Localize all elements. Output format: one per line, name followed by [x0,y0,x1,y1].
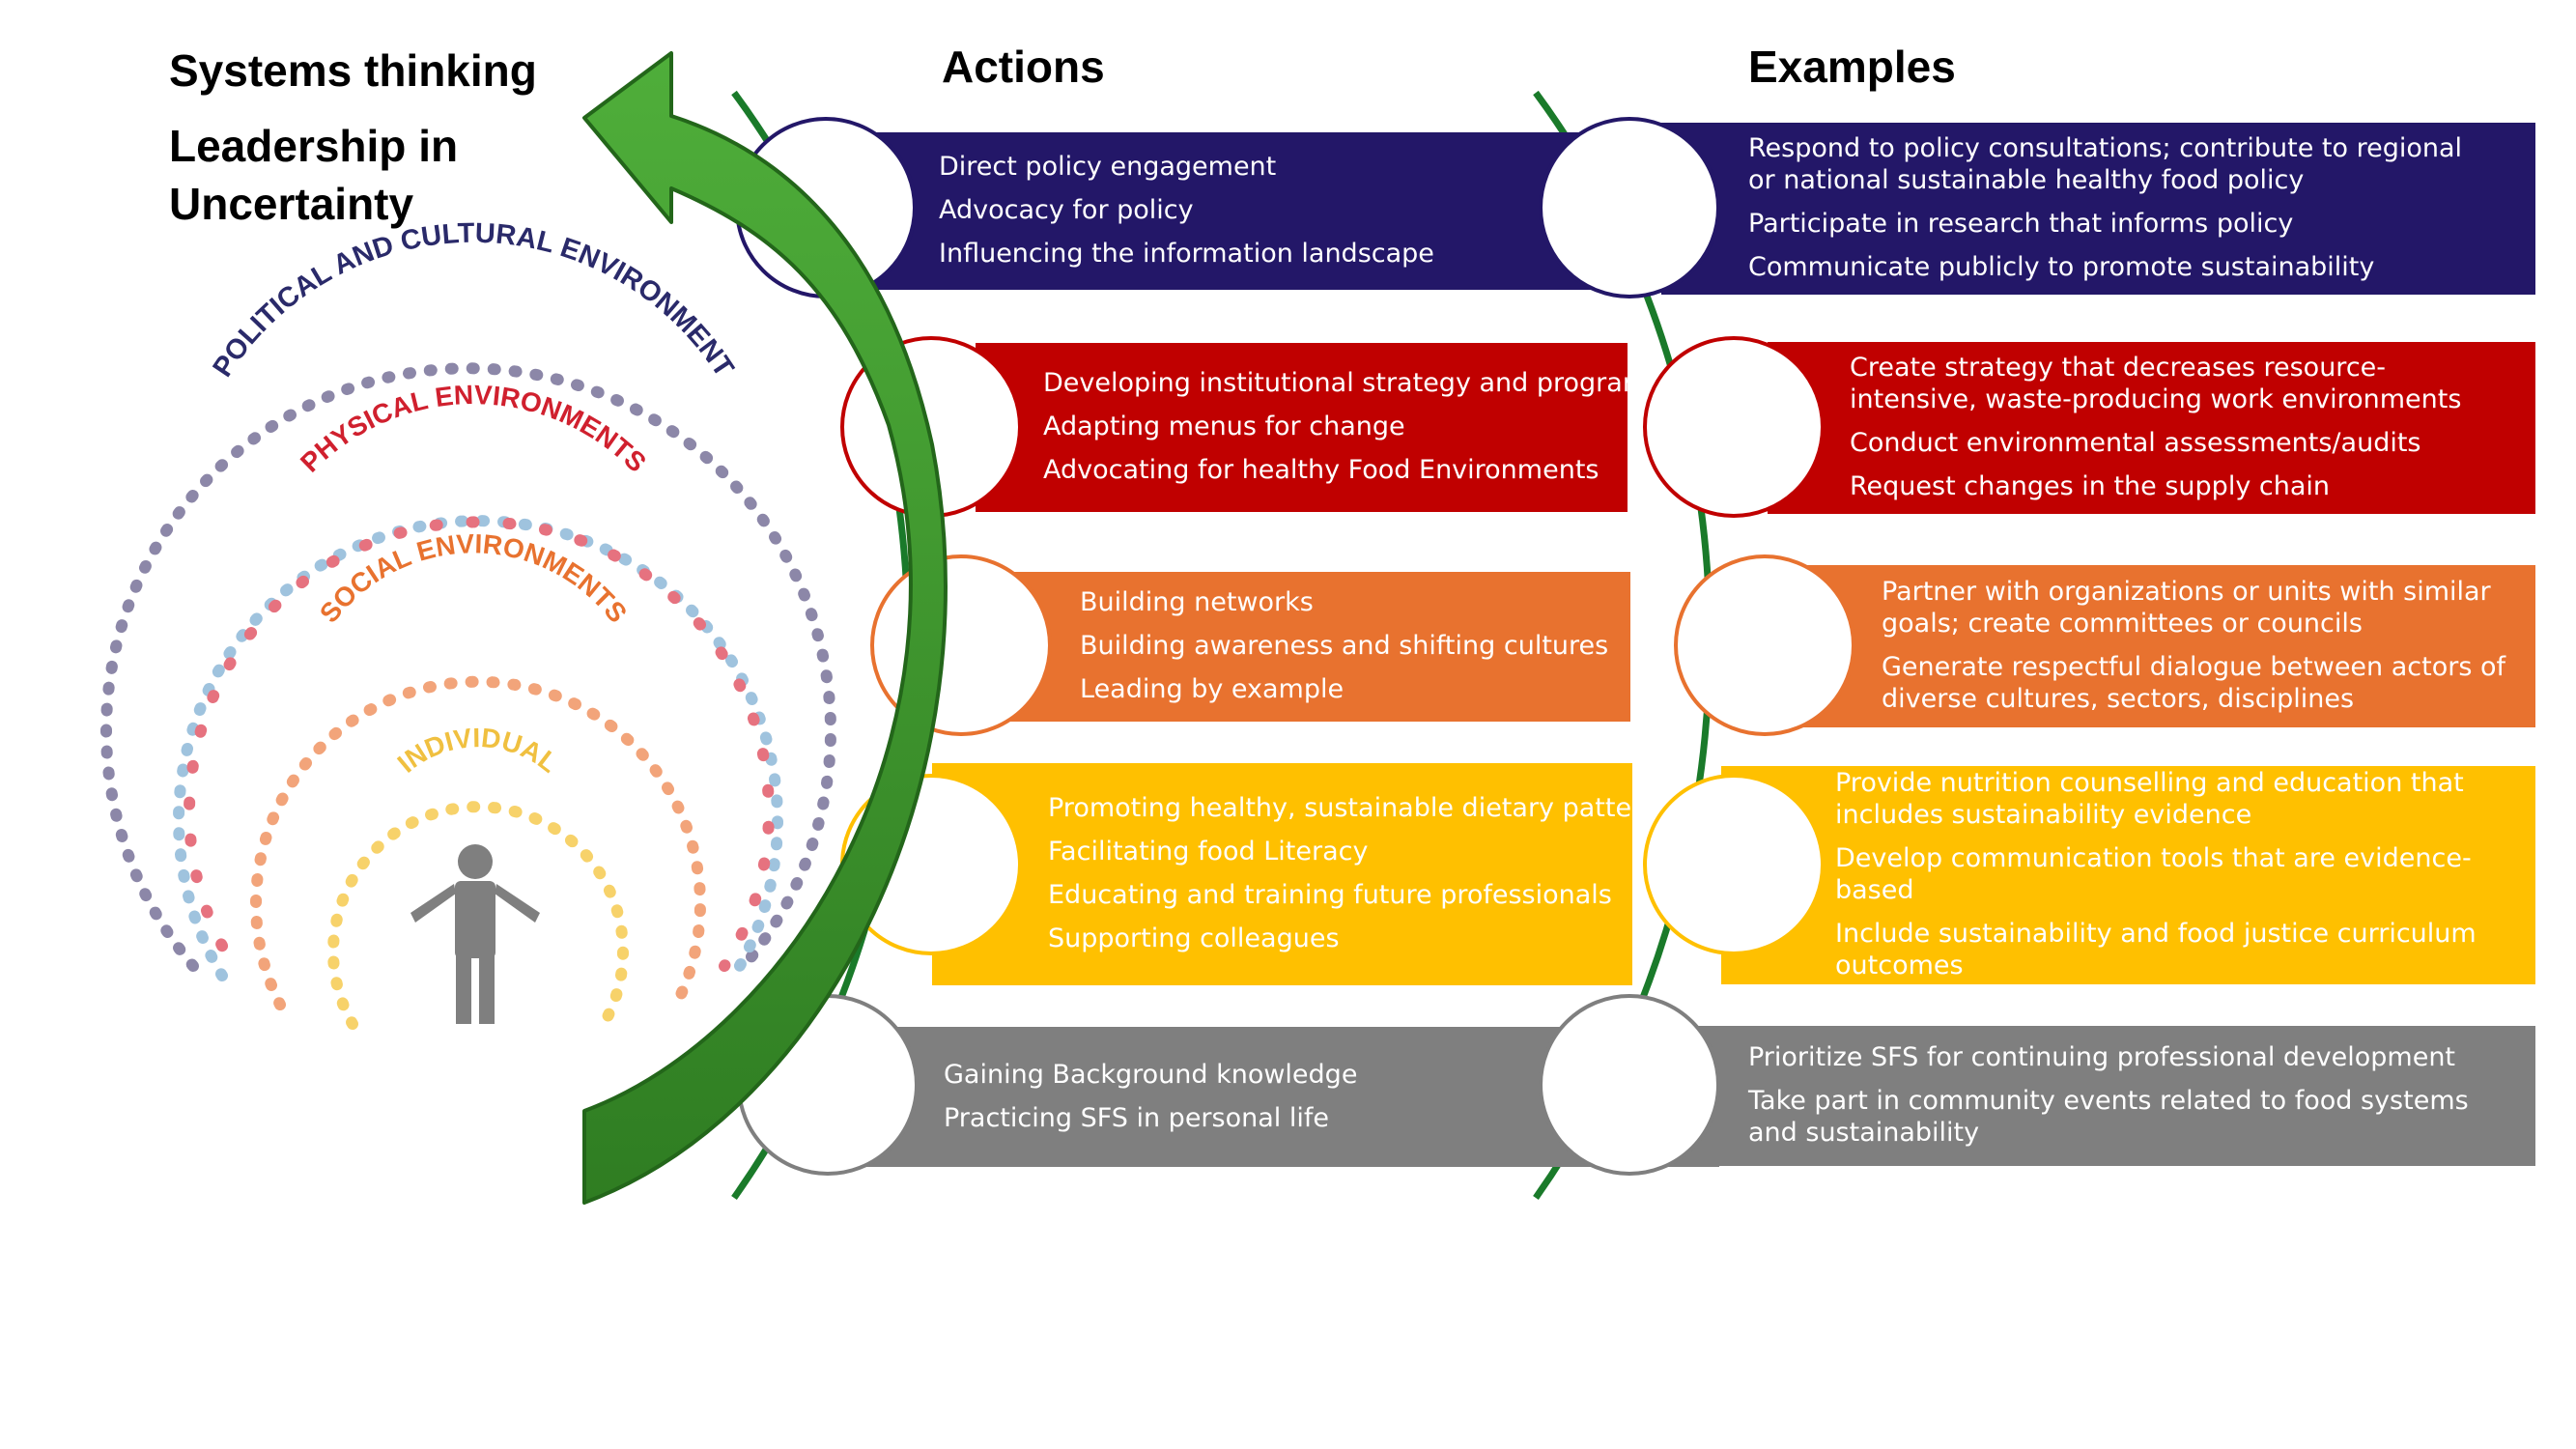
example-circle-policy [1539,117,1720,298]
action-text: Leading by example [1080,673,1345,704]
example-band-personal: Prioritize SFS for continuing profession… [1661,1026,2535,1166]
action-text: Direct policy engagement [939,152,1277,183]
action-band-institutional: Developing institutional strategy and pr… [976,343,1662,512]
action-band-individual: Promoting healthy, sustainable dietary p… [932,763,1672,985]
example-band-social: Partner with organizations or units with… [1797,565,2535,727]
physical-ring-2 [184,516,775,972]
action-text: Influencing the information landscape [939,238,1434,269]
systems-thinking-heading: Systems thinking [169,45,537,96]
leadership-heading: Leadership in Uncertainty [169,121,459,229]
example-circle-social [1674,554,1855,736]
action-text: Promoting healthy, sustainable dietary p… [1048,793,1672,824]
example-text: Take part in community events related to… [1748,1086,2469,1148]
example-circle-individual [1643,774,1825,955]
example-circle-personal [1539,994,1720,1176]
example-text: Generate respectful dialogue between act… [1882,652,2506,714]
action-text: Developing institutional strategy and pr… [1043,368,1662,399]
example-text: Communicate publicly to promote sustaina… [1748,251,2375,282]
action-text: Advocacy for policy [939,195,1194,226]
individual-ring [327,801,629,1030]
example-text: Request changes in the supply chain [1850,470,2330,501]
progression-arrow [582,51,948,1205]
example-text: Provide nutrition counselling and educat… [1835,768,2464,831]
example-text: Conduct environmental assessments/audits [1850,428,2421,458]
action-text: Practicing SFS in personal life [944,1102,1329,1133]
political-ring [100,362,836,972]
example-band-institutional: Create strategy that decreases resource-… [1768,342,2535,514]
example-circle-institutional [1643,336,1825,518]
example-text: Include sustainability and food justice … [1835,918,2477,980]
example-text: Respond to policy consultations; contrib… [1748,133,2463,196]
example-text: Develop communication tools that are evi… [1835,843,2472,905]
action-text: Supporting colleagues [1048,923,1340,953]
action-text: Building networks [1080,587,1314,618]
action-band-social: Building networks Building awareness and… [1005,572,1630,722]
person-icon [410,844,540,1024]
action-text: Advocating for healthy Food Environments [1043,454,1599,485]
action-text: Building awareness and shifting cultures [1080,631,1609,662]
example-text: Partner with organizations or units with… [1882,577,2491,639]
actions-heading: Actions [942,42,1105,92]
example-band-policy: Respond to policy consultations; contrib… [1661,123,2535,295]
examples-heading: Examples [1748,42,1956,92]
action-text: Adapting menus for change [1043,412,1405,442]
example-text: Participate in research that informs pol… [1748,209,2294,239]
action-text: Gaining Background knowledge [944,1059,1358,1090]
example-text: Create strategy that decreases resource-… [1850,353,2462,415]
action-text: Educating and training future profession… [1048,880,1612,910]
social-ring [250,675,706,1010]
example-band-individual: Provide nutrition counselling and educat… [1721,766,2535,984]
action-text: Facilitating food Literacy [1048,837,1369,867]
example-text: Prioritize SFS for continuing profession… [1748,1042,2456,1073]
